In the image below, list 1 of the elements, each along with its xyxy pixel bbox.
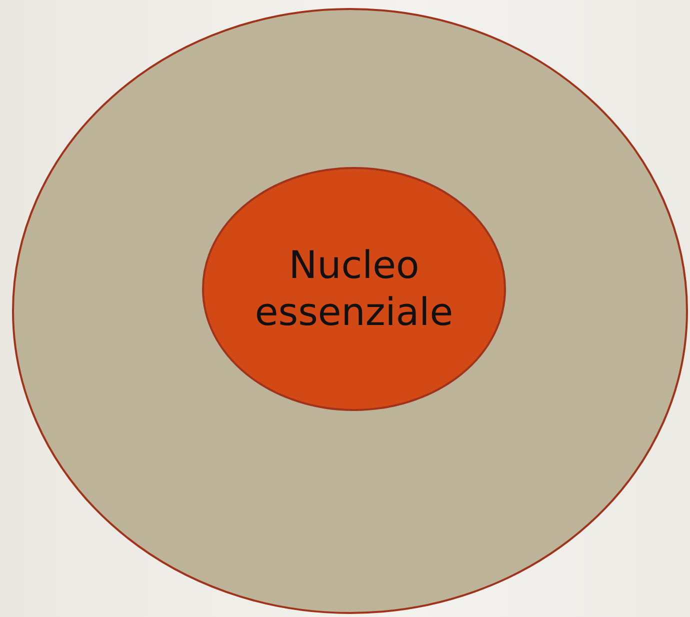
node-label: Nucleo essenziale [254, 242, 454, 336]
